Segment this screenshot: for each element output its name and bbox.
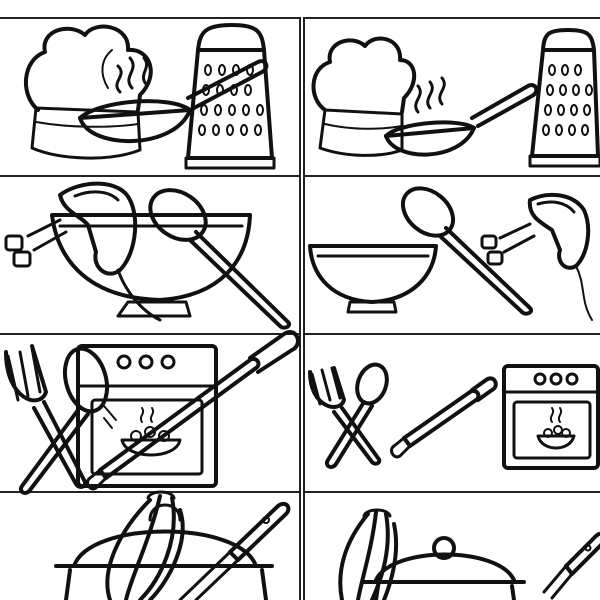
mixing-bowl-icon	[308, 244, 438, 314]
whisk-icon	[338, 508, 399, 600]
hand-mixer-icon	[4, 181, 162, 322]
cheese-grater-icon	[184, 23, 276, 170]
chef-hat-icon	[24, 24, 153, 160]
panel-row4-left	[0, 491, 301, 600]
row3-left-overlap	[4, 330, 300, 495]
spoon-icon	[19, 346, 110, 495]
grater-holes	[542, 64, 593, 136]
wooden-spoon-icon	[400, 186, 533, 316]
panel-grid	[0, 17, 600, 600]
oven-icon	[76, 344, 218, 488]
rolling-pin-icon	[390, 376, 498, 459]
knife-icon	[542, 531, 600, 600]
frying-pan-icon	[384, 76, 539, 157]
grater-holes	[198, 64, 264, 136]
spoon-icon	[325, 362, 389, 469]
mixing-bowl-icon	[50, 213, 252, 318]
fork-icon	[308, 366, 382, 466]
rolling-pin-icon	[86, 330, 300, 491]
knife-icon	[178, 501, 291, 600]
panel-row4-right	[303, 491, 600, 600]
row1-left-overlap	[24, 23, 276, 170]
whisk-icon	[105, 490, 185, 600]
row3-right-separate	[308, 362, 600, 470]
chef-hat-icon	[311, 36, 416, 157]
wooden-spoon-icon	[148, 188, 291, 330]
row4-left-overlap	[54, 490, 291, 600]
cheese-grater-icon	[528, 28, 600, 168]
oven-icon	[502, 364, 600, 470]
pot-icon	[362, 536, 526, 600]
row2-left-overlap	[4, 181, 291, 330]
fork-icon	[4, 344, 87, 489]
row2-right-separate	[308, 186, 593, 321]
panel-row2-left	[0, 175, 301, 335]
row1-right-separate	[311, 28, 600, 168]
row4-right-separate	[338, 508, 600, 600]
hand-mixer-icon	[480, 192, 593, 321]
